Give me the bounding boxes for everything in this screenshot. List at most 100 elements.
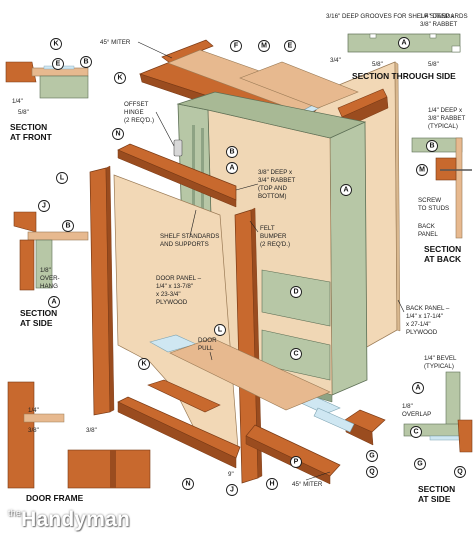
- bottom-ply-shelf: [169, 337, 331, 411]
- callout-a-through: A: [398, 37, 410, 49]
- side-section-stile: [19, 239, 35, 291]
- callout-a-right: A: [412, 382, 424, 394]
- through-note-b-1: 1/4" DEEP x: [420, 13, 455, 20]
- door-frame-stile-detail: [7, 381, 35, 489]
- callout-j-side: J: [38, 200, 50, 212]
- right-bevel-2: (TYPICAL): [424, 363, 454, 370]
- shelf-d: [261, 269, 331, 327]
- callout-l-left: L: [56, 172, 68, 184]
- case-top: [176, 91, 367, 139]
- brand-logo: theHandyman: [8, 508, 130, 532]
- through-note-b-2: 3/8" RABBET: [420, 21, 457, 28]
- back-panel-label-2: PANEL: [418, 231, 438, 238]
- through-note-a: 3/16" DEEP GROOVES FOR SHELF STANDARDS: [326, 13, 468, 20]
- callout-p-bottom: P: [290, 456, 302, 468]
- door-frame-dim-right: 3/8": [86, 427, 97, 434]
- svg-text:B: B: [429, 143, 434, 150]
- back-section-panel: [455, 137, 463, 239]
- svg-text:A: A: [229, 165, 234, 172]
- back-panel-note-2: 1/4" x 17-1/4": [406, 313, 443, 320]
- cleat-m: [239, 61, 359, 109]
- note-rabbet-4: BOTTOM): [258, 193, 286, 200]
- note-hinge-3: (2 REQ'D.): [124, 117, 154, 124]
- through-groove-1: [369, 33, 377, 39]
- leader-back-panel: [397, 299, 405, 313]
- leader-shelf: [189, 209, 197, 237]
- through-groove-2: [429, 33, 437, 39]
- callout-m-top: M: [258, 40, 270, 52]
- svg-text:F: F: [234, 43, 239, 50]
- callout-b-front: B: [80, 56, 92, 68]
- callout-e-top: E: [284, 40, 296, 52]
- right-overlap-1: 1/8": [402, 403, 413, 410]
- through-dim-left: 3/4": [330, 57, 341, 64]
- right-section-molding: [457, 419, 473, 453]
- svg-text:P: P: [294, 459, 299, 466]
- back-note-1: 1/4" DEEP x: [428, 107, 463, 114]
- note-door-panel-2: 1/4" x 13-7/8": [156, 283, 193, 290]
- svg-text:C: C: [413, 429, 418, 436]
- front-section-case: [39, 75, 89, 99]
- note-rabbet-1: 3/8" DEEP x: [258, 169, 293, 176]
- leader-door-pull: [209, 351, 213, 361]
- leader-rabbet: [235, 183, 259, 191]
- callout-e-front: E: [52, 58, 64, 70]
- door-frame-groove: [110, 450, 116, 488]
- svg-text:C: C: [293, 351, 298, 358]
- bottom-molding-p: [147, 379, 221, 413]
- callout-a-side: A: [48, 296, 60, 308]
- svg-text:G: G: [369, 453, 375, 460]
- svg-text:J: J: [230, 487, 234, 494]
- bottom-molding-h-face: [245, 435, 331, 485]
- note-hinge-2: HINGE: [124, 109, 144, 116]
- door-rail-bottom-face: [117, 401, 237, 469]
- svg-text:J: J: [42, 203, 46, 210]
- callout-g-bottom: G: [366, 450, 378, 462]
- front-section-title-1: SECTION: [10, 122, 47, 132]
- door-frame-dim-left: 3/8": [28, 427, 39, 434]
- callout-l-right: L: [214, 324, 226, 336]
- right-overlap-2: OVERLAP: [402, 411, 431, 418]
- callout-k-top: K: [50, 38, 62, 50]
- note-rabbet-3: (TOP AND: [258, 185, 288, 192]
- note-shelf-2: AND SUPPORTS: [160, 241, 209, 248]
- side-section-case: [35, 239, 53, 289]
- note-door-panel-4: PLYWOOD: [156, 299, 188, 306]
- leader-felt: [249, 220, 259, 233]
- svg-text:N: N: [185, 481, 190, 488]
- note-door-pull-1: DOOR: [198, 337, 217, 344]
- callout-c-right: C: [410, 426, 422, 438]
- note-door-panel-1: DOOR PANEL –: [156, 275, 202, 282]
- callout-q-bottom: Q: [366, 466, 378, 478]
- back-note-2: 3/8" RABBET: [428, 115, 465, 122]
- front-section-title-2: AT FRONT: [10, 132, 53, 142]
- svg-text:D: D: [293, 289, 298, 296]
- callout-n-top: N: [112, 128, 124, 140]
- callout-k-bottom: K: [138, 358, 150, 370]
- door-frame-title: DOOR FRAME: [26, 493, 84, 503]
- back-panel-note-1: BACK PANEL –: [406, 305, 450, 312]
- callout-b-back: B: [426, 140, 438, 152]
- front-section-molding: [5, 61, 37, 83]
- top-side-molding: [161, 39, 214, 64]
- callout-k-main: K: [114, 72, 126, 84]
- back-screw-2: TO STUDS: [418, 205, 449, 212]
- side-section-title-1: SECTION: [20, 308, 57, 318]
- back-section-title-2: AT BACK: [424, 254, 461, 264]
- side-note-3: HANG: [40, 283, 58, 290]
- through-section-title: SECTION THROUGH SIDE: [352, 71, 456, 81]
- front-dim-2: 5/8": [18, 109, 29, 116]
- svg-text:K: K: [53, 41, 58, 48]
- svg-text:L: L: [218, 327, 223, 334]
- through-dim-right: 5/8": [428, 61, 439, 68]
- svg-text:L: L: [60, 175, 65, 182]
- callout-c-shelf: C: [290, 348, 302, 360]
- offset-hinge-icon: [173, 139, 183, 157]
- callout-j-bottom: J: [226, 484, 238, 496]
- callout-h-bottom: H: [266, 478, 278, 490]
- svg-text:M: M: [419, 167, 425, 174]
- svg-text:K: K: [117, 75, 122, 82]
- side-section-title-2: AT SIDE: [20, 318, 53, 328]
- front-dim-1: 1/4": [12, 98, 23, 105]
